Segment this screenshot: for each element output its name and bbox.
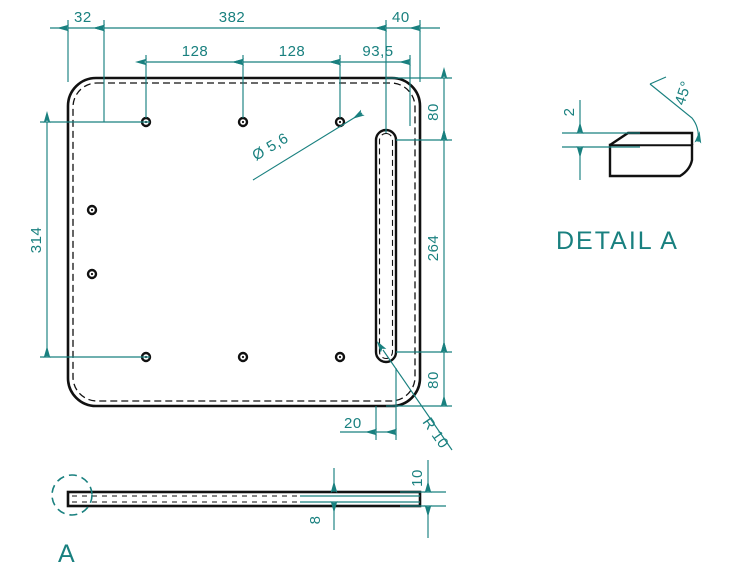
dim-text-10: 10 <box>409 469 426 487</box>
detail-a-lip-outline <box>609 131 694 146</box>
detail-a-dimension-lines <box>562 76 702 180</box>
dim-text-80-bottom: 80 <box>425 371 442 389</box>
dim-text-8: 8 <box>307 516 324 525</box>
slot-inner-offset-line <box>378 132 394 360</box>
top-view-dimension-lines <box>40 20 453 451</box>
detail-a-texts: 2 45° DETAIL A <box>556 79 695 255</box>
section-plate-outline <box>66 490 422 508</box>
detail-a-title: DETAIL A <box>556 227 679 255</box>
dim-text-32: 32 <box>74 9 92 26</box>
hole-center-dot <box>90 208 94 212</box>
detail-a-geometry <box>608 131 694 178</box>
plate-inner-offset-line <box>72 82 416 402</box>
detail-a-body-outline <box>608 143 694 178</box>
leader-line-45-degrees <box>649 83 702 144</box>
dim-text-2: 2 <box>561 108 578 117</box>
dim-text-45-degrees: 45° <box>672 79 696 107</box>
section-view-dimension-lines <box>300 460 446 538</box>
leader-tail-45 <box>649 76 667 85</box>
top-view-geometry <box>66 76 422 408</box>
section-view-geometry <box>51 474 422 516</box>
dim-text-93-5: 93,5 <box>362 43 393 60</box>
hole-center-dot <box>338 120 342 124</box>
leader-line-corner-radius <box>376 340 453 451</box>
hole-center-dot <box>90 272 94 276</box>
dim-text-corner-radius: R 10 <box>419 415 452 452</box>
dim-text-128-a: 128 <box>182 43 209 60</box>
detail-a-marker-circle <box>51 474 93 516</box>
dim-text-20: 20 <box>344 415 362 432</box>
dim-text-128-b: 128 <box>279 43 306 60</box>
dim-text-382: 382 <box>219 9 246 26</box>
hole-center-dot <box>338 355 342 359</box>
section-view-texts: 8 10 A <box>58 469 426 568</box>
dim-text-80-top: 80 <box>425 103 442 121</box>
leader-line-hole-diameter <box>252 109 365 181</box>
plate-outline <box>66 76 422 408</box>
dim-text-264: 264 <box>425 235 442 262</box>
hole-center-dot <box>241 355 245 359</box>
hole-center-dot <box>241 120 245 124</box>
detail-marker-label: A <box>58 540 76 568</box>
dim-text-314: 314 <box>28 227 45 254</box>
dim-text-40: 40 <box>392 9 410 26</box>
